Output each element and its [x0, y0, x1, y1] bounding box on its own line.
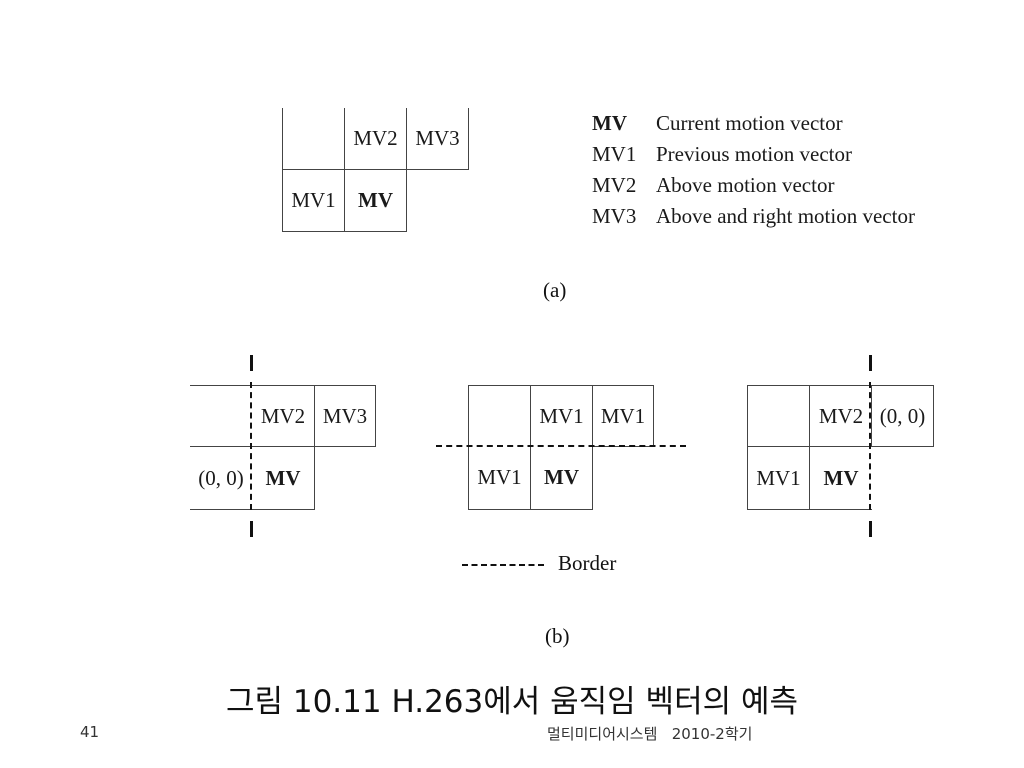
grid-b-left-cell-top-mid: MV2	[252, 385, 315, 447]
legend-row: MV2 Above motion vector	[592, 173, 972, 199]
grid-b-left-cell-bottom-left: (0, 0)	[190, 446, 253, 510]
caption-a: (a)	[543, 278, 567, 302]
grid-b-left-cell-bottom-mid: MV	[252, 446, 315, 510]
border-legend-label: Border	[558, 551, 617, 575]
grid-a-cell-mv1: MV1	[282, 169, 345, 232]
grid-b-middle-cell-bottom-left: MV1	[468, 446, 531, 510]
grid-b-right-cell-bottom-left: MV1	[747, 446, 810, 510]
border-line-horizontal	[436, 445, 686, 447]
caption-b: (b)	[545, 624, 570, 648]
border-tick	[869, 355, 872, 371]
legend-desc: Current motion vector	[656, 111, 843, 135]
footer-text: 멀티미디어시스템 2010-2학기	[547, 725, 753, 743]
grid-b-right-cell-empty	[747, 385, 810, 447]
legend-key: MV2	[592, 173, 637, 197]
grid-b-left-cell-empty	[190, 385, 253, 447]
grid-b-middle-cell-top-mid: MV1	[530, 385, 593, 447]
grid-b-middle-cell-bottom-mid: MV	[530, 446, 593, 510]
legend-key: MV1	[592, 142, 637, 166]
legend-desc: Above motion vector	[656, 173, 835, 197]
legend-desc: Previous motion vector	[656, 142, 852, 166]
border-legend-line	[462, 564, 544, 566]
border-tick	[250, 521, 253, 537]
legend-row: MV3 Above and right motion vector	[592, 204, 972, 230]
grid-b-right-cell-top-right: (0, 0)	[871, 385, 934, 447]
grid-a-cell-mv2: MV2	[344, 108, 407, 170]
grid-b-right-cell-bottom-mid: MV	[809, 446, 872, 510]
border-line-vertical	[869, 382, 871, 510]
legend-row: MV1 Previous motion vector	[592, 142, 972, 168]
border-line-vertical	[250, 382, 252, 510]
border-tick	[250, 355, 253, 371]
grid-a-cell-mv: MV	[344, 169, 407, 232]
grid-a-cell-mv3: MV3	[406, 108, 469, 170]
legend-key: MV	[592, 111, 627, 135]
grid-b-middle-cell-top-right: MV1	[592, 385, 654, 447]
slide-title: 그림 10.11 H.263에서 움직임 벡터의 예측	[225, 684, 799, 720]
grid-b-left-cell-top-right: MV3	[314, 385, 376, 447]
legend-key: MV3	[592, 204, 637, 228]
legend-row: MV Current motion vector	[592, 111, 972, 137]
legend-desc: Above and right motion vector	[656, 204, 915, 228]
grid-b-right-cell-top-mid: MV2	[809, 385, 872, 447]
border-tick	[869, 521, 872, 537]
page-number: 41	[80, 723, 100, 741]
grid-a-cell-empty	[282, 108, 345, 170]
grid-b-middle-cell-empty	[468, 385, 531, 447]
